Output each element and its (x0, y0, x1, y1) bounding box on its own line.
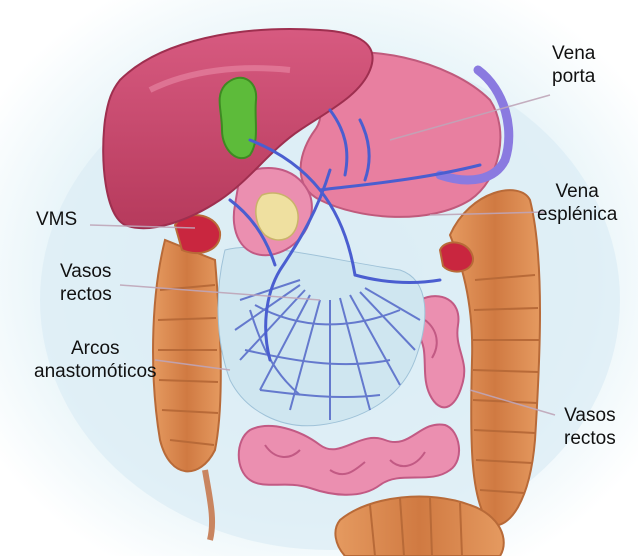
pancreas-head (256, 193, 298, 240)
gallbladder (220, 78, 257, 158)
label-arcos-line2: anastomóticos (34, 360, 157, 383)
label-vena-esplenica: Vena esplénica (537, 180, 617, 226)
label-vena-porta: Vena porta (552, 42, 595, 88)
label-arcos-anastomoticos: Arcos anastomóticos (34, 337, 157, 383)
label-vena-esplenica-line1: Vena (537, 180, 617, 203)
label-vena-porta-line2: porta (552, 65, 595, 88)
label-vasos-rectos-left-line1: Vasos (60, 260, 112, 283)
label-vms-text: VMS (36, 208, 77, 231)
label-vasos-rectos-right: Vasos rectos (564, 404, 616, 450)
label-vena-porta-line1: Vena (552, 42, 595, 65)
label-vms: VMS (36, 208, 77, 231)
label-vasos-rectos-right-line1: Vasos (564, 404, 616, 427)
label-vasos-rectos-left: Vasos rectos (60, 260, 112, 306)
label-vena-esplenica-line2: esplénica (537, 203, 617, 226)
label-arcos-line1: Arcos (34, 337, 157, 360)
label-vasos-rectos-left-line2: rectos (60, 283, 112, 306)
label-vasos-rectos-right-line2: rectos (564, 427, 616, 450)
ascending-colon (153, 240, 221, 471)
